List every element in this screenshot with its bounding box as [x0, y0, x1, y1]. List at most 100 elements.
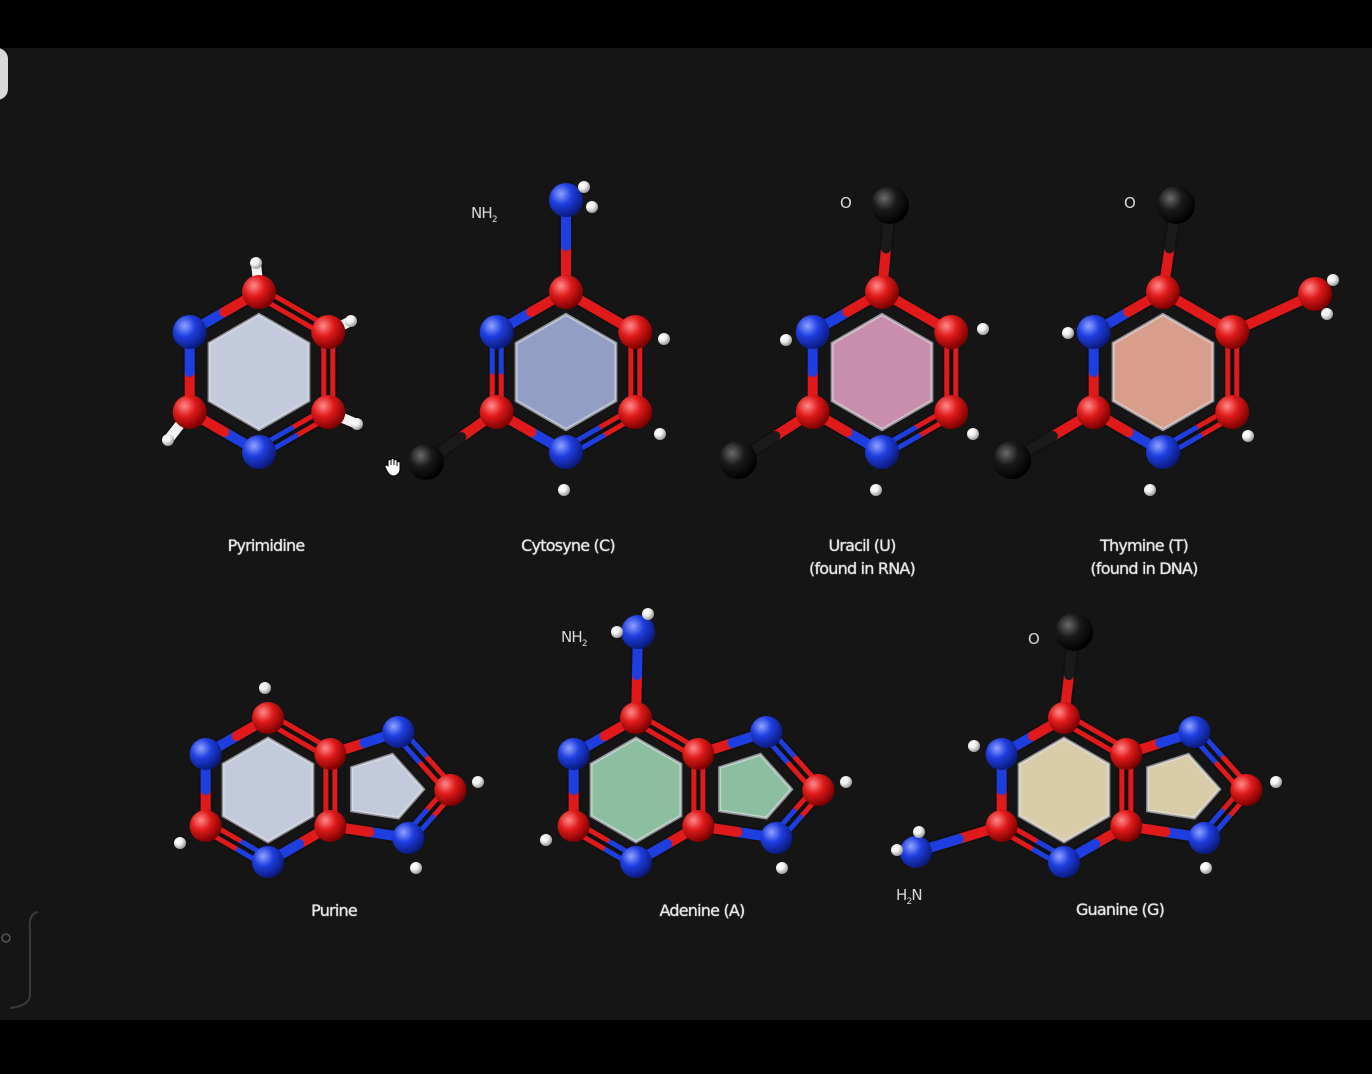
- adenine-satom-1: [682, 738, 715, 770]
- uracil-atom-2: [934, 395, 969, 429]
- purine-satom-0: [252, 702, 284, 734]
- thymine-atom-2: [1215, 395, 1250, 429]
- hand-grab-icon: [384, 458, 401, 477]
- guanine-satom-3: [1048, 846, 1080, 878]
- cytosyne-c-sub-atom: [408, 444, 444, 480]
- pyrimidine-atom-0: [242, 275, 276, 309]
- guanine-satom-5: [985, 738, 1018, 770]
- adenine-satom-5: [557, 738, 590, 770]
- thymine-atom-1: [1215, 315, 1250, 349]
- cytosyne-atom-1: [618, 315, 653, 349]
- label-thymine-line1: Thymine (T): [1100, 536, 1189, 555]
- uracil-h4: [780, 334, 792, 346]
- pyrimidine-ring-face: [207, 312, 311, 432]
- adenine-satom-2: [682, 810, 715, 842]
- pyrimidine-atom-4: [172, 395, 207, 429]
- uracil-atom-1: [934, 315, 969, 349]
- guanine-fatom-0: [1178, 716, 1211, 748]
- pyrimidine-atom-3: [242, 435, 276, 469]
- purine-satom-1: [314, 738, 347, 770]
- adenine-fatom-1: [802, 774, 835, 806]
- uracil-atom-0: [865, 275, 899, 309]
- label-adenine: Adenine (A): [659, 901, 746, 920]
- purine-six-face: [221, 736, 315, 844]
- cytosyne-atom-4: [479, 395, 514, 429]
- guanine-five-face: [1146, 752, 1222, 820]
- guanine-o-atom: [1055, 613, 1093, 651]
- pyrimidine-h0: [250, 257, 262, 269]
- thymine-atom-0: [1146, 275, 1180, 309]
- label-uracil: Uracil (U) (found in RNA): [809, 534, 916, 580]
- side-knob: [0, 48, 8, 100]
- purine-satom-5: [189, 738, 222, 770]
- guanine-satom-0: [1048, 702, 1080, 734]
- thymine-h2: [1242, 430, 1254, 442]
- label-guanine: Guanine (G): [1075, 900, 1165, 919]
- guanine-satom-4: [985, 810, 1018, 842]
- adenine-six-face: [589, 736, 683, 844]
- thymine-o-atom: [1157, 186, 1195, 224]
- thymine-methyl-h2: [1321, 308, 1333, 320]
- purine-satom-3: [252, 846, 284, 878]
- guanine-h2n-h1: [913, 826, 925, 838]
- label-purine: Purine: [311, 901, 358, 920]
- guanine-h2: [1270, 776, 1282, 788]
- purine-fatom-0: [382, 716, 415, 748]
- adenine-satom-4: [557, 810, 590, 842]
- guanine-satom-2: [1110, 810, 1143, 842]
- adenine-satom-0: [620, 702, 652, 734]
- adenine-fatom-0: [750, 716, 783, 748]
- guanine-fatom-1: [1230, 774, 1263, 806]
- adenine-nh2-atom: [621, 615, 655, 649]
- uracil-atom-4: [795, 395, 830, 429]
- thymine-ring-face: [1111, 312, 1215, 432]
- cytosyne-atom-2: [618, 395, 653, 429]
- purine-h3: [410, 862, 422, 874]
- purine-satom-2: [314, 810, 347, 842]
- cytosyne-atom-3: [549, 435, 583, 469]
- guanine-h2n-h2: [891, 844, 903, 856]
- uracil-o-atom: [871, 186, 909, 224]
- guanine-h2n-atom: [900, 836, 932, 868]
- thymine-atom-4: [1076, 395, 1111, 429]
- pyrimidine-atom-1: [311, 315, 346, 349]
- group-adenine-nh2: NH2: [561, 628, 588, 649]
- group-cytosyne-nh2: NH2: [471, 204, 498, 225]
- cytosyne-h1: [658, 333, 670, 345]
- uracil-h1: [977, 323, 989, 335]
- label-uracil-line1: Uracil (U): [828, 536, 896, 555]
- purine-fatom-2: [392, 822, 425, 854]
- thymine-o2-atom: [993, 441, 1031, 479]
- purine-five-face: [350, 752, 426, 820]
- uracil-atom-3: [865, 435, 899, 469]
- adenine-h3: [776, 862, 788, 874]
- adenine-h1: [540, 834, 552, 846]
- guanine-fatom-2: [1188, 822, 1221, 854]
- cytosyne-atom-0: [549, 275, 583, 309]
- cytosyne-nh2-h2: [586, 201, 598, 213]
- group-guanine-o: O: [1028, 630, 1040, 648]
- guanine-h3: [1200, 862, 1212, 874]
- label-thymine: Thymine (T) (found in DNA): [1090, 534, 1198, 580]
- purine-satom-4: [189, 810, 222, 842]
- molecule-viewport[interactable]: Pyrimidine Cytosyne (C) Uracil (U) (foun…: [0, 48, 1372, 1020]
- group-guanine-h2n: H2N: [896, 886, 923, 907]
- group-thymine-o: O: [1124, 194, 1136, 212]
- group-uracil-o: O: [840, 194, 852, 212]
- thymine-atom-5: [1076, 315, 1111, 349]
- guanine-satom-1: [1110, 738, 1143, 770]
- cytosyne-nh2-atom: [549, 183, 583, 217]
- guanine-six-face: [1017, 736, 1111, 844]
- thymine-atom-3: [1146, 435, 1180, 469]
- cytosyne-h2: [654, 428, 666, 440]
- purine-h2: [472, 776, 484, 788]
- label-pyrimidine: Pyrimidine: [227, 536, 306, 555]
- adenine-nh2-h1: [642, 608, 654, 620]
- thymine-h3: [1144, 484, 1156, 496]
- label-uracil-line2: (found in RNA): [809, 559, 916, 578]
- bracket-icon: [1, 911, 39, 1009]
- purine-fatom-1: [434, 774, 467, 806]
- uracil-h2: [967, 428, 979, 440]
- cytosyne-nh2-h1: [578, 181, 590, 193]
- pyrimidine-h2: [351, 418, 363, 430]
